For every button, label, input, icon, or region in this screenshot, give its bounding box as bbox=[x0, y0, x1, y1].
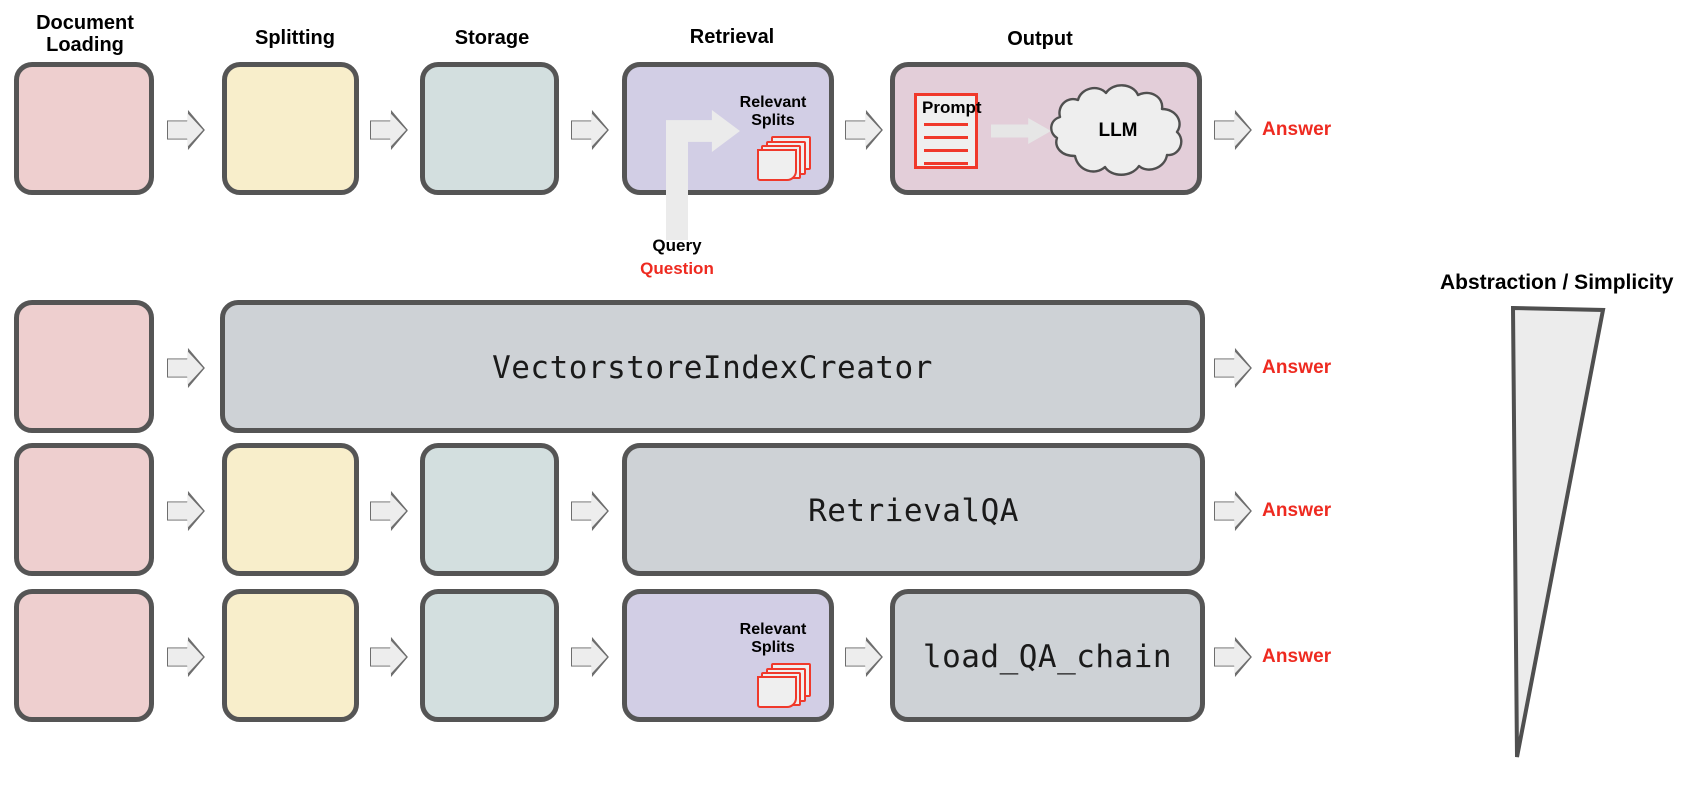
row3-arrow-storage-to-retrieval bbox=[571, 636, 609, 678]
row3-stage-box-storage[interactable] bbox=[420, 589, 559, 722]
abstraction-box-load-qa-chain[interactable] bbox=[890, 589, 1205, 722]
cloud-shape-svg bbox=[1050, 84, 1183, 176]
caption-document-loading: Document Loading bbox=[36, 12, 134, 57]
arrow-loading-to-splitting bbox=[167, 109, 205, 151]
abstraction-triangle bbox=[1495, 300, 1615, 765]
caption-splitting: Splitting bbox=[255, 27, 335, 49]
row3-stage-box-document-loading[interactable] bbox=[14, 589, 154, 722]
row3-arrow-retrieval-to-abstraction bbox=[845, 636, 883, 678]
row3-arrow-loading-to-splitting bbox=[167, 636, 205, 678]
relevant-splits-label: Relevant Splits bbox=[739, 94, 807, 130]
abstraction-box-retrievalqa[interactable] bbox=[622, 443, 1205, 576]
query-connector-line bbox=[666, 195, 688, 240]
prompt-document-icon: Prompt bbox=[914, 93, 982, 169]
arrow-storage-to-retrieval bbox=[571, 109, 609, 151]
row2-stage-box-splitting[interactable] bbox=[222, 443, 359, 576]
row3-relevant-splits-label: Relevant Splits bbox=[739, 621, 807, 657]
llm-label: LLM bbox=[1098, 120, 1138, 141]
abstraction-name-row3: load_QA_chain bbox=[922, 639, 1173, 675]
row2-arrow-loading-to-splitting bbox=[167, 490, 205, 532]
abstraction-triangle-svg bbox=[1510, 305, 1606, 758]
row2-stage-box-storage[interactable] bbox=[420, 443, 559, 576]
arrow-retrieval-to-output bbox=[845, 109, 883, 151]
llm-cloud-icon: LLM bbox=[1045, 82, 1191, 180]
question-label: Question bbox=[640, 259, 714, 278]
caption-output: Output bbox=[1007, 28, 1073, 50]
stage-box-document-loading[interactable] bbox=[14, 62, 154, 195]
row3-arrow-splitting-to-storage bbox=[370, 636, 408, 678]
abstraction-legend-title: Abstraction / Simplicity bbox=[1440, 271, 1674, 294]
abstraction-label-load-qa-chain: load_QA_chain bbox=[890, 639, 1205, 675]
stage-box-splitting[interactable] bbox=[222, 62, 359, 195]
answer-label-row3: Answer bbox=[1262, 646, 1332, 667]
row3-arrow-to-answer bbox=[1214, 636, 1252, 678]
answer-label-row2: Answer bbox=[1262, 500, 1332, 521]
row3-stage-box-splitting[interactable] bbox=[222, 589, 359, 722]
relevant-splits-docs-icon bbox=[757, 136, 811, 181]
abstraction-label-retrievalqa: RetrievalQA bbox=[622, 493, 1205, 529]
row1-stage-box-document-loading[interactable] bbox=[14, 300, 154, 433]
row2-arrow-to-answer bbox=[1214, 490, 1252, 532]
abstraction-box-vectorstoreindexcreator[interactable] bbox=[220, 300, 1205, 433]
abstraction-name-row2: RetrievalQA bbox=[808, 493, 1019, 529]
caption-retrieval: Retrieval bbox=[689, 26, 775, 48]
retrieval-flow-arrow-icon bbox=[640, 105, 740, 197]
row2-arrow-splitting-to-storage bbox=[370, 490, 408, 532]
row3-relevant-splits-docs-icon bbox=[757, 663, 811, 708]
abstraction-label-vectorstoreindexcreator: VectorstoreIndexCreator bbox=[220, 350, 1205, 386]
arrow-splitting-to-storage bbox=[370, 109, 408, 151]
prompt-label: Prompt bbox=[922, 98, 982, 117]
row2-arrow-storage-to-abstraction bbox=[571, 490, 609, 532]
arrow-output-to-answer bbox=[1214, 109, 1252, 151]
row1-arrow-to-answer bbox=[1214, 347, 1252, 389]
row2-stage-box-document-loading[interactable] bbox=[14, 443, 154, 576]
answer-label-row0: Answer bbox=[1262, 119, 1332, 140]
row1-arrow-loading-to-abstraction bbox=[167, 347, 205, 389]
answer-label-row1: Answer bbox=[1262, 357, 1332, 378]
query-label: Query bbox=[652, 236, 702, 255]
abstraction-name-row1: VectorstoreIndexCreator bbox=[492, 350, 933, 386]
caption-storage: Storage bbox=[454, 27, 530, 49]
stage-box-retrieval[interactable] bbox=[622, 62, 834, 195]
stage-box-storage[interactable] bbox=[420, 62, 559, 195]
